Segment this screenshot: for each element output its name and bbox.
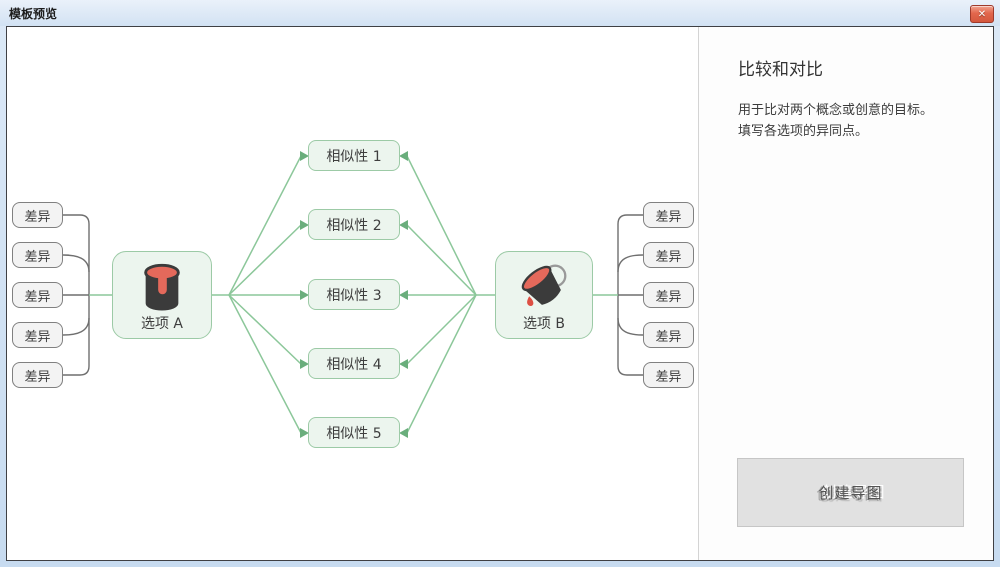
difference-node-right-3: 差异 (643, 282, 694, 308)
node-label: 差异 (24, 369, 51, 385)
template-title: 比较和对比 (738, 60, 823, 80)
difference-node-left-1: 差异 (12, 202, 63, 228)
panel-divider (698, 27, 699, 560)
titlebar[interactable]: 模板预览 (0, 0, 1000, 26)
create-map-button-label: 创建导图 (818, 484, 883, 502)
option-b-node: 选项 B (495, 251, 593, 339)
node-label: 差异 (655, 329, 682, 345)
difference-node-left-3: 差异 (12, 282, 63, 308)
content-frame: 差异 差异 差异 差异 差异 差异 差异 差异 差异 差异 相似性 1 相似性 … (6, 26, 994, 561)
node-label: 差异 (655, 289, 682, 305)
node-label: 差异 (24, 289, 51, 305)
similarity-node-2: 相似性 2 (308, 209, 400, 240)
node-label: 差异 (24, 329, 51, 345)
similarity-node-5: 相似性 5 (308, 417, 400, 448)
similarity-node-3: 相似性 3 (308, 279, 400, 310)
node-label: 相似性 5 (326, 425, 382, 442)
close-button[interactable]: ✕ (970, 5, 994, 23)
node-label: 选项 A (140, 315, 184, 332)
option-a-node: 选项 A (112, 251, 212, 339)
difference-node-left-4: 差异 (12, 322, 63, 348)
template-description-line2: 填写各选项的异同点。 (738, 124, 869, 139)
difference-node-right-4: 差异 (643, 322, 694, 348)
node-label: 差异 (24, 249, 51, 265)
difference-node-right-5: 差异 (643, 362, 694, 388)
info-panel: 比较和对比 用于比对两个概念或创意的目标。 填写各选项的异同点。 创建导图 (699, 27, 993, 560)
node-label: 差异 (24, 209, 51, 225)
node-label: 选项 B (522, 315, 566, 332)
difference-node-left-2: 差异 (12, 242, 63, 268)
difference-node-right-2: 差异 (643, 242, 694, 268)
node-label: 差异 (655, 209, 682, 225)
similarity-node-4: 相似性 4 (308, 348, 400, 379)
paint-bucket-pour-icon (521, 264, 567, 306)
node-label: 相似性 1 (326, 148, 382, 165)
template-description-line1: 用于比对两个概念或创意的目标。 (738, 103, 934, 118)
difference-node-right-1: 差异 (643, 202, 694, 228)
window-title: 模板预览 (9, 6, 58, 21)
node-label: 差异 (655, 369, 682, 385)
difference-node-left-5: 差异 (12, 362, 63, 388)
diagram-canvas: 差异 差异 差异 差异 差异 差异 差异 差异 差异 差异 相似性 1 相似性 … (7, 27, 698, 560)
create-map-button[interactable]: 创建导图 (737, 458, 964, 527)
node-label: 相似性 2 (326, 217, 382, 234)
node-label: 相似性 4 (326, 356, 382, 373)
close-icon: ✕ (977, 8, 987, 20)
paint-can-icon (144, 263, 180, 311)
similarity-node-1: 相似性 1 (308, 140, 400, 171)
node-label: 相似性 3 (326, 287, 382, 304)
node-label: 差异 (655, 249, 682, 265)
